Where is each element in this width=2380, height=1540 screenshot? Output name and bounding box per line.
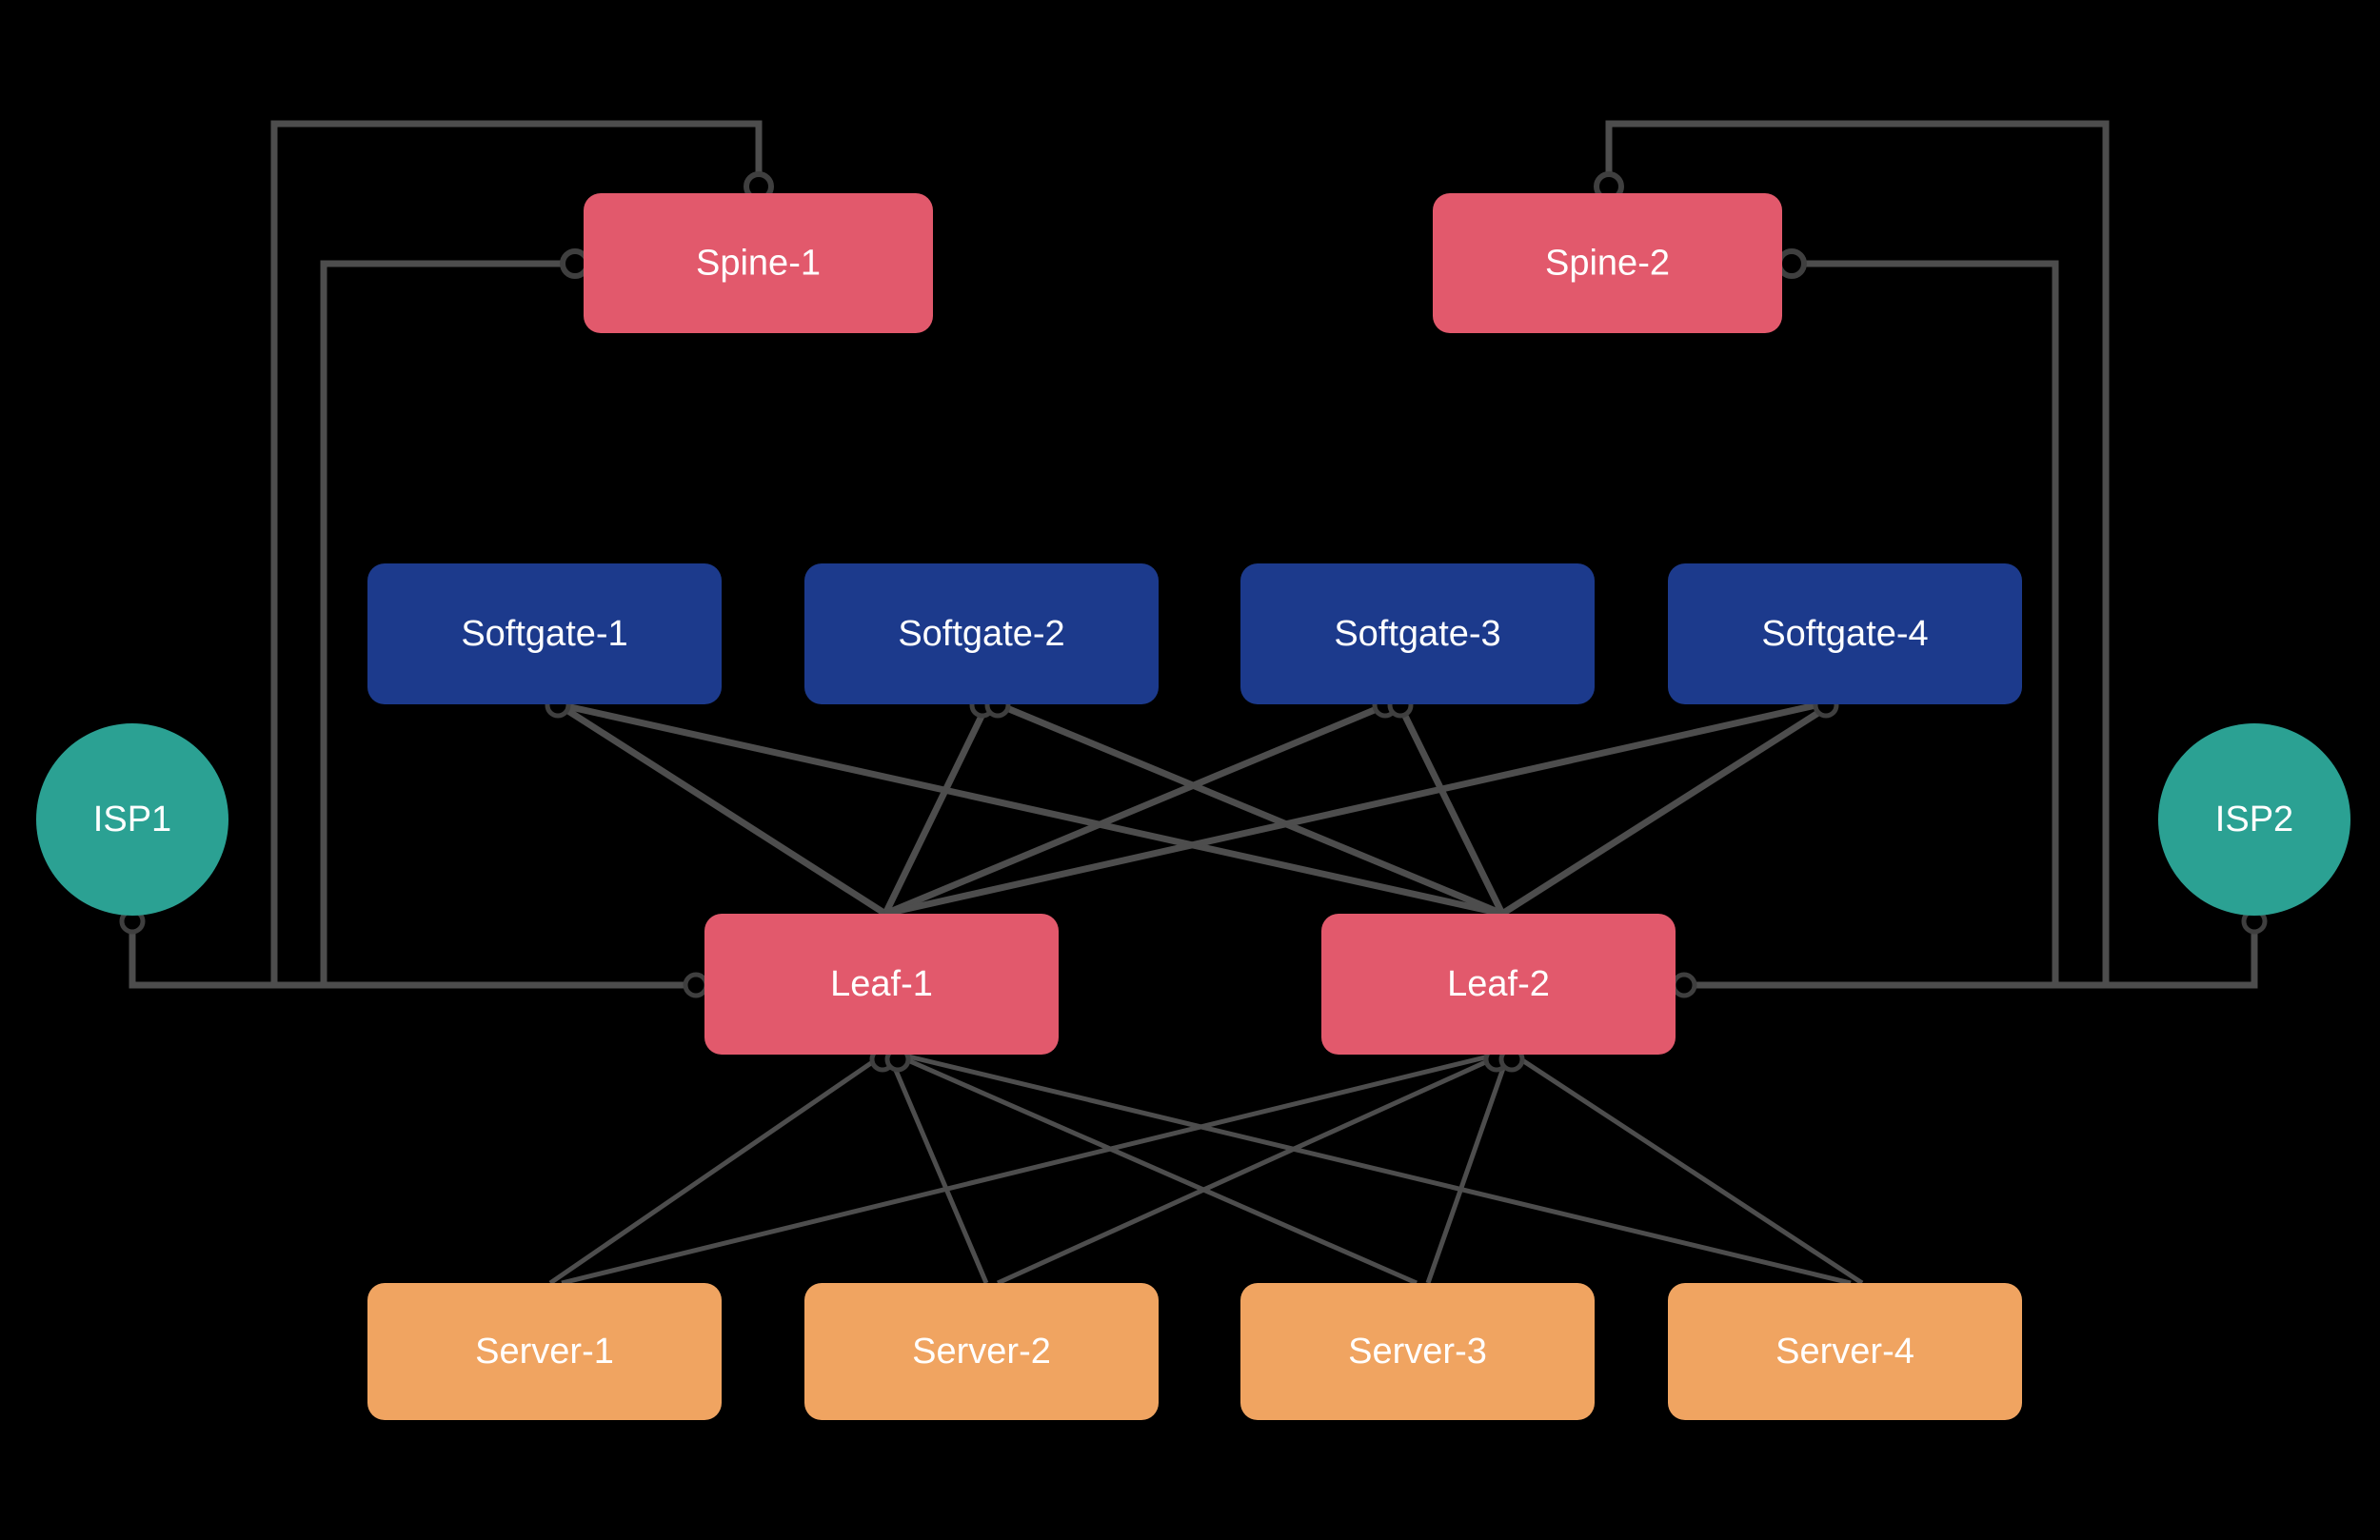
isp-circle[interactable]	[36, 723, 228, 916]
node-box[interactable]	[1433, 193, 1782, 333]
mesh-link	[1396, 702, 1506, 916]
mesh-link	[900, 1052, 1852, 1286]
orthogonal-link	[129, 916, 704, 989]
mesh-link	[561, 1052, 1497, 1286]
node-server-4[interactable]: Server-4	[1668, 1283, 2022, 1420]
mesh-link	[893, 1052, 1418, 1286]
isp-circle[interactable]	[2158, 723, 2350, 916]
node-box[interactable]	[1240, 1283, 1595, 1420]
node-isp-2[interactable]: ISP2	[2158, 723, 2350, 916]
node-box[interactable]	[584, 193, 933, 333]
node-softgate-4[interactable]: Softgate-4	[1668, 563, 2022, 704]
node-box[interactable]	[804, 563, 1159, 704]
node-server-2[interactable]: Server-2	[804, 1283, 1159, 1420]
node-spine-2[interactable]: Spine-2	[1433, 193, 1782, 333]
node-box[interactable]	[1668, 563, 2022, 704]
node-box[interactable]	[367, 1283, 722, 1420]
node-softgate-2[interactable]: Softgate-2	[804, 563, 1159, 704]
mesh-link	[996, 701, 1504, 918]
node-softgate-3[interactable]: Softgate-3	[1240, 563, 1595, 704]
node-box[interactable]	[1668, 1283, 2022, 1420]
node-server-1[interactable]: Server-1	[367, 1283, 722, 1420]
mesh-link	[996, 1052, 1504, 1286]
mesh-link	[883, 701, 1390, 918]
mesh-link	[556, 701, 887, 917]
mesh-link	[548, 1052, 885, 1286]
mesh-link	[1512, 1052, 1864, 1286]
mesh-link	[884, 701, 1821, 918]
node-leaf-1[interactable]: Leaf-1	[704, 914, 1059, 1055]
node-box[interactable]	[1321, 914, 1676, 1055]
node-isp-1[interactable]: ISP1	[36, 723, 228, 916]
node-softgate-1[interactable]: Softgate-1	[367, 563, 722, 704]
orthogonal-link-layer	[129, 120, 2258, 989]
mesh-link	[882, 702, 991, 916]
mesh-link	[1425, 1054, 1511, 1284]
mesh-link	[557, 701, 1503, 918]
node-server-3[interactable]: Server-3	[1240, 1283, 1595, 1420]
port-marker	[1776, 248, 1807, 279]
node-box[interactable]	[704, 914, 1059, 1055]
node-box[interactable]	[804, 1283, 1159, 1420]
port-marker	[683, 972, 709, 998]
node-box[interactable]	[367, 563, 722, 704]
node-spine-1[interactable]: Spine-1	[584, 193, 933, 333]
node-box[interactable]	[1240, 563, 1595, 704]
port-marker	[1671, 972, 1697, 998]
mesh-link	[886, 1054, 989, 1284]
orthogonal-link	[1676, 916, 2258, 989]
node-leaf-2[interactable]: Leaf-2	[1321, 914, 1676, 1055]
mesh-link-layer	[548, 701, 1864, 1286]
mesh-link	[1500, 701, 1834, 917]
